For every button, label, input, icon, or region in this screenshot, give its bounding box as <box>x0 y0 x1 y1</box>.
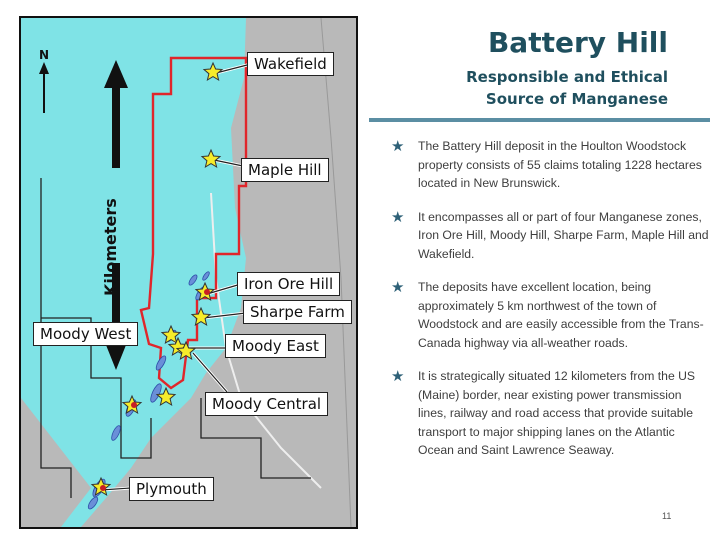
label-moody-east: Moody East <box>225 334 326 358</box>
bullet-item: ★ The Battery Hill deposit in the Houlto… <box>391 137 713 193</box>
bullet-text: It encompasses all or part of four Manga… <box>418 209 709 261</box>
label-wakefield: Wakefield <box>247 52 334 76</box>
bullet-item: ★ It is strategically situated 12 kilome… <box>391 367 713 460</box>
property-map: N Kilometers Wakefield Maple Hill Iron O… <box>19 16 358 529</box>
bullet-text: The deposits have excellent location, be… <box>418 280 704 350</box>
geology-zone <box>21 18 246 527</box>
marker-star-icon <box>155 386 177 407</box>
marker-star-icon <box>190 306 212 327</box>
subtitle-line-2: Source of Manganese <box>485 90 668 108</box>
page-title: Battery Hill <box>487 26 668 59</box>
label-moody-central: Moody Central <box>205 392 329 416</box>
star-icon: ★ <box>391 368 405 385</box>
label-moody-west: Moody West <box>33 322 139 346</box>
page-number: 11 <box>662 511 672 521</box>
label-plymouth: Plymouth <box>129 477 214 501</box>
label-iron-ore-hill: Iron Ore Hill <box>237 272 341 296</box>
bullet-list: ★ The Battery Hill deposit in the Houlto… <box>391 137 713 475</box>
marker-star-icon <box>200 148 222 169</box>
claim-boundary <box>139 56 248 390</box>
bullet-item: ★ The deposits have excellent location, … <box>391 278 713 352</box>
north-arrow-icon <box>39 62 49 113</box>
star-icon: ★ <box>391 279 405 296</box>
label-sharpe-farm: Sharpe Farm <box>243 300 352 324</box>
title-divider <box>369 118 710 122</box>
subtitle-line-1: Responsible and Ethical <box>466 68 668 86</box>
star-icon: ★ <box>391 208 405 226</box>
bullet-text: It is strategically situated 12 kilomete… <box>418 369 696 457</box>
label-maple-hill: Maple Hill <box>241 158 329 182</box>
north-label: N <box>39 48 50 62</box>
bullet-text: The Battery Hill deposit in the Houlton … <box>418 139 702 190</box>
marker-star-icon <box>160 324 182 345</box>
scale-arrows <box>104 60 128 370</box>
marker-star-icon <box>202 61 224 82</box>
star-icon: ★ <box>391 138 405 155</box>
scale-label: Kilometers <box>101 198 120 296</box>
page-subtitle: Responsible and Ethical Source of Mangan… <box>368 66 668 110</box>
marker-star-icon <box>175 340 197 361</box>
bullet-item: ★ It encompasses all or part of four Man… <box>391 208 713 264</box>
